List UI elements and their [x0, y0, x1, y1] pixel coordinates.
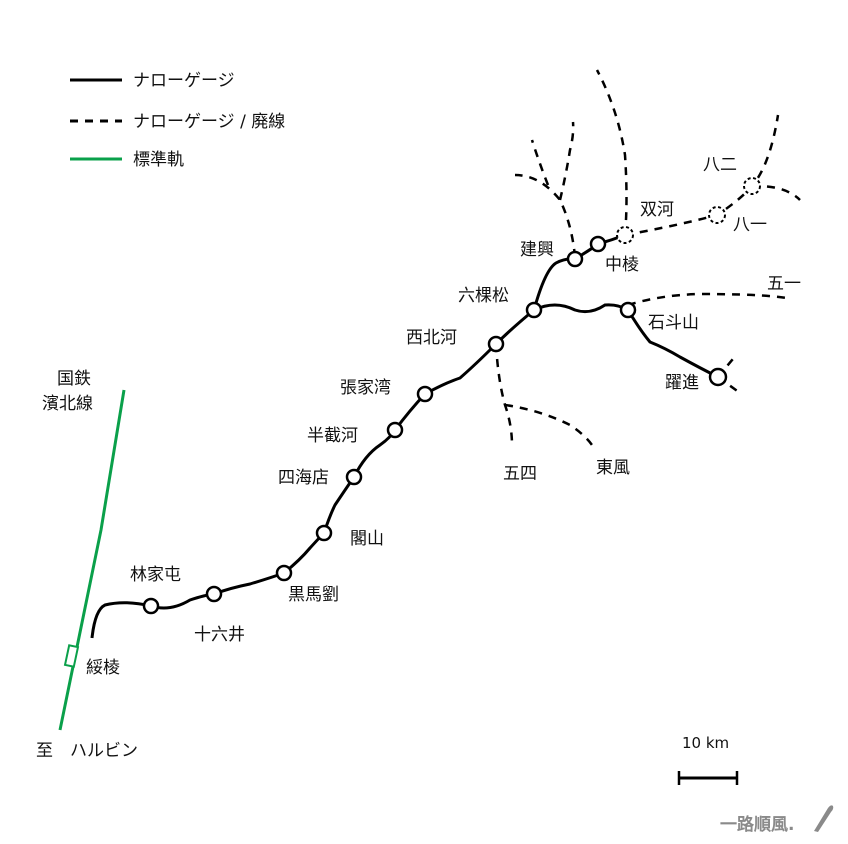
station-ba-yi: [708, 206, 726, 224]
label-wusi: 五四: [503, 464, 537, 484]
station-zhangjiawan: [416, 385, 434, 403]
abandoned-south-branch: [494, 343, 514, 446]
station-xibeihe: [487, 335, 505, 353]
suileng-national-station: [63, 644, 80, 668]
label-jianxing: 建興: [520, 240, 554, 260]
label-binbei-line: 濱北線: [42, 394, 93, 414]
stations: [142, 235, 728, 615]
station-shidoushan: [619, 301, 637, 319]
station-heimaliu: [275, 564, 293, 582]
label-zhangjiawan: 張家湾: [340, 378, 391, 398]
station-linjiatun: [142, 597, 160, 615]
label-linjiatun: 林家屯: [130, 565, 181, 585]
legend-green-label: 標準軌: [133, 150, 184, 170]
label-yuejin: 躍進: [665, 373, 699, 393]
abandoned-west-branch-spur: [530, 139, 550, 186]
label-shidoushan: 石斗山: [648, 313, 699, 333]
station-shuanghe: [616, 226, 634, 244]
label-shuanghe: 双河: [640, 200, 674, 220]
label-zhongleng: 中棱: [605, 255, 639, 275]
label-geshan: 閣山: [350, 529, 384, 549]
scale-label: 10 km: [682, 734, 729, 752]
label-xibeihe: 西北河: [406, 328, 457, 348]
station-ba-er: [743, 177, 761, 195]
abandoned-dongfeng-branch: [504, 403, 594, 446]
label-heimaliu: 黒馬劉: [288, 585, 339, 605]
national-railway-labels: 国鉄 濱北線 至 ハルビン: [36, 369, 138, 761]
label-liukesong: 六棵松: [458, 286, 509, 306]
station-banjiehe: [386, 421, 404, 439]
abandoned-north-branch: [595, 69, 628, 236]
label-banjiehe: 半截河: [307, 426, 358, 446]
station-yuejin: [708, 367, 728, 387]
pen-icon: [814, 805, 834, 832]
station-jianxing: [566, 250, 584, 268]
label-ba-er: 八二: [703, 155, 737, 175]
label-suileng: 綏棱: [86, 658, 120, 678]
label-shiliujing: 十六井: [194, 625, 245, 645]
abandoned-stations: [616, 177, 761, 244]
station-liukesong: [525, 301, 543, 319]
standard-gauge-line: [58, 389, 126, 731]
label-dongfeng: 東風: [596, 458, 630, 478]
station-labels: 綏棱 林家屯 十六井 黒馬劉 閣山 四海店 半截河 張家湾 西北河 六棵松 建興…: [86, 155, 801, 678]
legend: ナローゲージ ナローゲージ / 廃線 標準軌: [70, 71, 285, 170]
station-sihaidian: [345, 468, 363, 486]
label-wu-yi: 五一: [767, 274, 801, 294]
abandoned-west-branch: [514, 173, 577, 258]
legend-dashed-label: ナローゲージ / 廃線: [133, 112, 285, 132]
abandoned-wuyi-line: [627, 292, 788, 307]
label-to-harbin: 至 ハルビン: [36, 741, 138, 761]
station-shiliujing: [205, 585, 223, 603]
station-geshan: [315, 524, 333, 542]
signature: 一路順風.: [720, 805, 834, 835]
national-railway: [58, 389, 126, 731]
abandoned-west-branch-fork: [558, 121, 575, 201]
narrow-gauge-lines: [90, 233, 719, 639]
label-sihaidian: 四海店: [278, 468, 329, 488]
legend-solid-label: ナローゲージ: [133, 71, 235, 91]
label-kokutetsu: 国鉄: [57, 369, 91, 389]
station-zhongleng: [589, 235, 607, 253]
scale-bar: 10 km: [677, 734, 739, 785]
label-ba-yi: 八一: [733, 215, 767, 235]
abandoned-east-branch: [624, 114, 780, 237]
signature-text: 一路順風.: [720, 814, 794, 835]
